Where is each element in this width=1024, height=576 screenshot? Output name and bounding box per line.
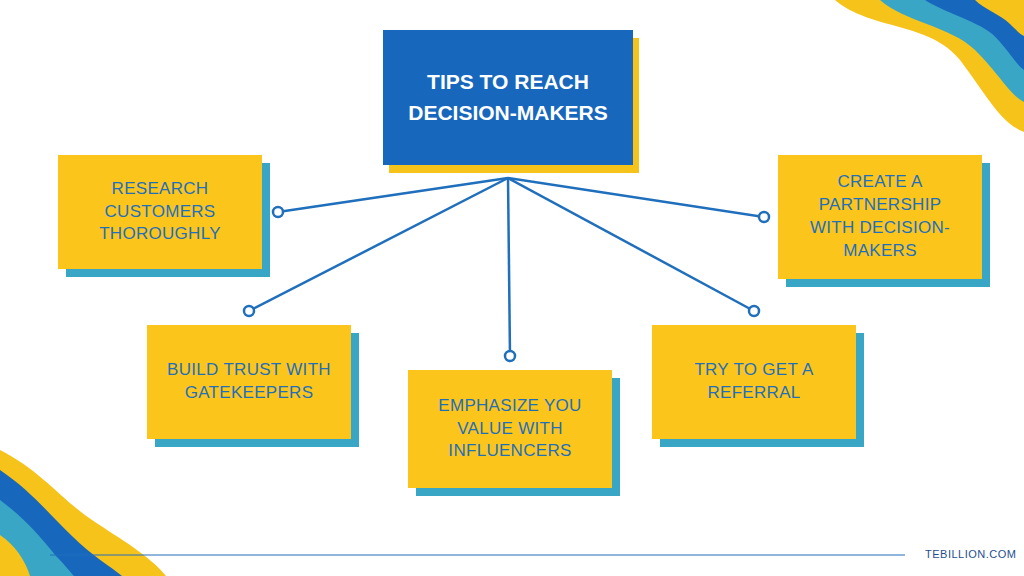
corner-wave — [880, 0, 1024, 102]
site-label: TEBILLION.COM — [925, 548, 1016, 560]
corner-wave — [925, 0, 1024, 70]
tip-box: EMPHASIZE YOU VALUE WITH INFLUENCERS — [408, 370, 612, 488]
tip-box: BUILD TRUST WITH GATEKEEPERS — [147, 325, 351, 439]
connector-line — [249, 178, 508, 311]
tip-text: BUILD TRUST WITH GATEKEEPERS — [165, 359, 333, 405]
tip-box: RESEARCH CUSTOMERS THOROUGHLY — [58, 155, 262, 269]
endpoint-dot — [244, 306, 254, 316]
endpoint-dot — [749, 306, 759, 316]
endpoint-dot — [759, 212, 769, 222]
tip-box: TRY TO GET A REFERRAL — [652, 325, 856, 439]
corner-wave — [0, 450, 166, 576]
tip-text: TRY TO GET A REFERRAL — [670, 359, 838, 405]
tip-text: CREATE A PARTNERSHIP WITH DECISION-MAKER… — [796, 171, 964, 263]
tip-box: CREATE A PARTNERSHIP WITH DECISION-MAKER… — [778, 155, 982, 279]
corner-wave — [835, 0, 1024, 132]
corner-wave — [975, 0, 1024, 36]
corner-wave — [0, 500, 74, 576]
connector-line — [508, 178, 754, 311]
connector-line — [508, 178, 510, 356]
footer-rule — [50, 555, 905, 556]
tip-text: RESEARCH CUSTOMERS THOROUGHLY — [76, 178, 244, 247]
endpoint-dot — [505, 351, 515, 361]
title-box: TIPS TO REACH DECISION-MAKERS — [383, 30, 633, 165]
tip-text: EMPHASIZE YOU VALUE WITH INFLUENCERS — [426, 395, 594, 464]
endpoint-dot — [273, 207, 283, 217]
corner-wave — [0, 535, 30, 576]
corner-wave — [0, 470, 122, 576]
title-text: TIPS TO REACH DECISION-MAKERS — [405, 67, 611, 128]
